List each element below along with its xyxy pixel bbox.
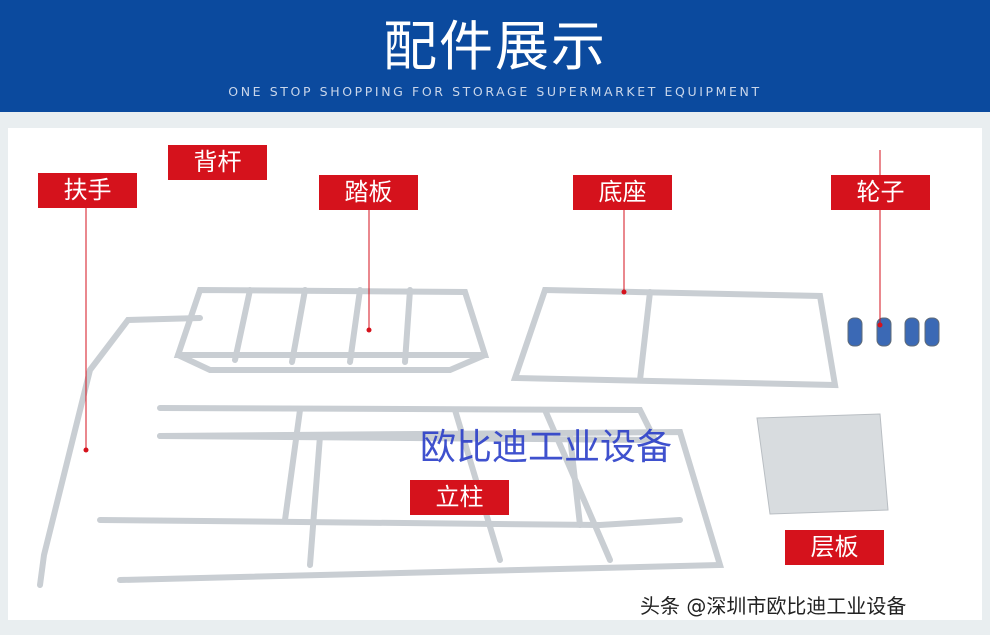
label-wheel: 轮子 — [831, 175, 930, 210]
wheel-part — [847, 317, 940, 347]
shelf-part — [756, 413, 889, 515]
label-shelf: 层板 — [785, 530, 884, 565]
label-back-bar: 背杆 — [168, 145, 267, 180]
page-title: 配件展示 — [383, 15, 607, 78]
header-banner: 配件展示 ONE STOP SHOPPING FOR STORAGE SUPER… — [0, 0, 990, 112]
base-part — [510, 286, 839, 389]
label-base: 底座 — [573, 175, 672, 210]
label-column: 立柱 — [410, 480, 509, 515]
step-part — [173, 286, 490, 373]
label-handrail: 扶手 — [38, 173, 137, 208]
label-step: 踏板 — [319, 175, 418, 210]
credit-text: 头条 @深圳市欧比迪工业设备 — [640, 594, 907, 618]
page-subtitle: ONE STOP SHOPPING FOR STORAGE SUPERMARKE… — [228, 84, 762, 99]
watermark: 欧比迪工业设备 — [420, 427, 673, 468]
leader-lines — [85, 150, 881, 450]
handrail-part — [37, 315, 203, 588]
